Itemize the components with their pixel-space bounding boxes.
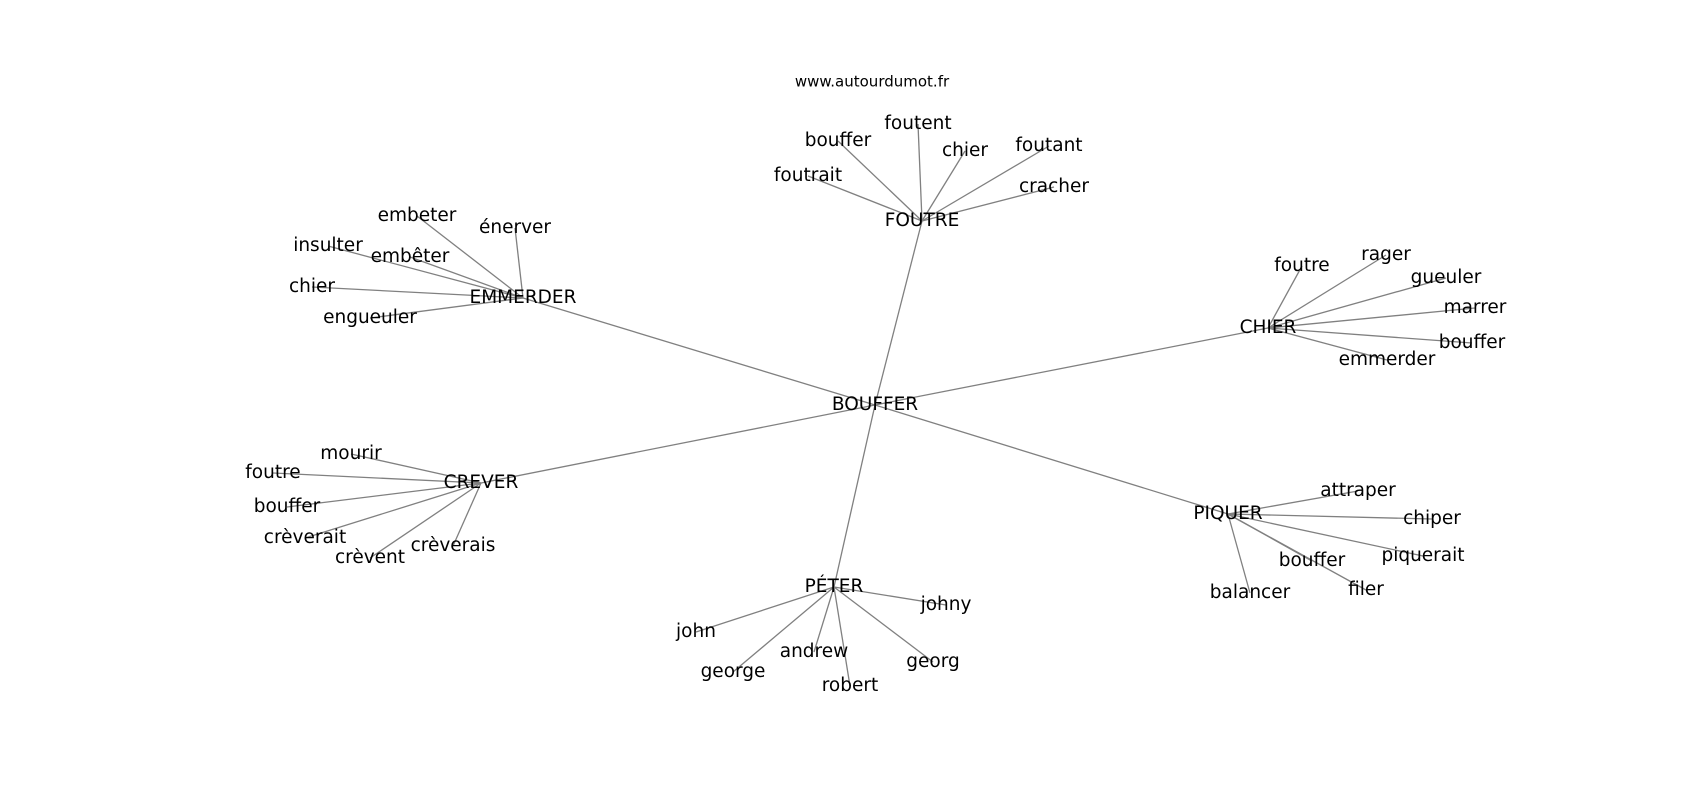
edge-cluster-to-word bbox=[1227, 513, 1424, 557]
word-node-label: chier bbox=[942, 140, 988, 161]
word-node-label: chier bbox=[289, 276, 335, 297]
edge-cluster-to-word bbox=[369, 482, 482, 559]
word-node-label: chiper bbox=[1403, 508, 1461, 529]
edge-cluster-to-word bbox=[921, 150, 966, 222]
word-node-label: énerver bbox=[479, 217, 551, 238]
edge-cluster-to-word bbox=[1267, 277, 1447, 329]
edge-cluster-to-word bbox=[1227, 490, 1359, 515]
edge-cluster-to-word bbox=[921, 145, 1050, 222]
edge-cluster-to-word bbox=[1227, 513, 1251, 594]
word-node-label: bouffer bbox=[805, 130, 872, 151]
edge-cluster-to-word bbox=[837, 140, 923, 222]
cluster-node-label: CREVER bbox=[444, 472, 519, 493]
edge-cluster-to-word bbox=[311, 286, 524, 299]
edge-cluster-to-word bbox=[1267, 307, 1476, 329]
word-node-label: bouffer bbox=[1439, 332, 1506, 353]
word-node-label: cracher bbox=[1019, 176, 1089, 197]
edge-cluster-to-word bbox=[833, 586, 947, 606]
edge-center-to-cluster bbox=[874, 404, 1229, 515]
edges bbox=[272, 123, 1476, 687]
word-node-label: foutant bbox=[1015, 135, 1082, 156]
edge-cluster-to-word bbox=[695, 586, 835, 633]
edge-cluster-to-word bbox=[833, 586, 934, 663]
word-node-label: engueuler bbox=[323, 307, 417, 328]
edge-center-to-cluster bbox=[480, 404, 876, 484]
word-node-label: robert bbox=[822, 675, 879, 696]
edge-cluster-to-word bbox=[921, 186, 1055, 222]
cluster-node-label: PÉTER bbox=[805, 575, 864, 597]
word-node-label: gueuler bbox=[1411, 267, 1482, 288]
word-node-label: embeter bbox=[378, 205, 457, 226]
word-node-label: attraper bbox=[1320, 480, 1396, 501]
edge-cluster-to-word bbox=[732, 586, 835, 673]
word-node-label: crèverais bbox=[411, 535, 496, 556]
word-node-label: foutre bbox=[245, 462, 300, 483]
word-node-label: foutent bbox=[884, 113, 951, 134]
word-node-label: george bbox=[701, 661, 766, 682]
edge-cluster-to-word bbox=[409, 256, 524, 299]
edge-center-to-cluster bbox=[522, 297, 876, 406]
edge-cluster-to-word bbox=[369, 297, 524, 319]
word-node-label: insulter bbox=[293, 235, 363, 256]
edge-cluster-to-word bbox=[807, 175, 923, 222]
word-node-label: bouffer bbox=[1279, 550, 1346, 571]
edge-cluster-to-word bbox=[350, 453, 482, 484]
edge-center-to-cluster bbox=[874, 327, 1269, 406]
edge-cluster-to-word bbox=[416, 215, 524, 299]
edge-cluster-to-word bbox=[1227, 513, 1367, 591]
word-node-label: balancer bbox=[1210, 582, 1291, 603]
edge-cluster-to-word bbox=[286, 482, 482, 508]
edge-cluster-to-word bbox=[1267, 254, 1387, 329]
word-node-label: johny bbox=[920, 594, 972, 615]
word-node-label: crèverait bbox=[264, 527, 346, 548]
cluster-node-label: FOUTRE bbox=[885, 210, 960, 231]
cluster-node-label: PIQUER bbox=[1193, 503, 1262, 524]
word-node-label: piquerait bbox=[1381, 545, 1464, 566]
word-node-label: georg bbox=[906, 651, 959, 672]
edge-cluster-to-word bbox=[514, 227, 524, 299]
edge-cluster-to-word bbox=[1267, 327, 1388, 361]
word-node-label: embêter bbox=[371, 246, 450, 267]
edge-cluster-to-word bbox=[1267, 265, 1303, 329]
edge-center-to-cluster bbox=[833, 404, 876, 588]
edge-cluster-to-word bbox=[304, 482, 482, 539]
word-node-label: foutre bbox=[1274, 255, 1329, 276]
word-node-label: crèvent bbox=[335, 547, 405, 568]
word-node-label: foutrait bbox=[774, 165, 842, 186]
node-labels: BOUFFER FOUTRE foutrait bouffer foutent chier… bbox=[245, 113, 1507, 696]
word-node-label: bouffer bbox=[254, 496, 321, 517]
word-node-label: mourir bbox=[320, 443, 382, 464]
edge-center-to-cluster bbox=[874, 220, 923, 406]
edge-cluster-to-word bbox=[1267, 327, 1473, 344]
source-url: www.autourdumot.fr bbox=[795, 73, 950, 91]
edge-cluster-to-word bbox=[452, 482, 482, 547]
edge-cluster-to-word bbox=[1227, 513, 1433, 520]
word-node-label: emmerder bbox=[1339, 349, 1436, 370]
edge-cluster-to-word bbox=[833, 586, 851, 687]
word-node-label: john bbox=[675, 621, 716, 642]
cluster-node-label: CHIER bbox=[1240, 317, 1297, 338]
word-node-label: andrew bbox=[780, 641, 849, 662]
edge-cluster-to-word bbox=[327, 245, 524, 299]
edge-cluster-to-word bbox=[272, 472, 482, 484]
word-node-label: marrer bbox=[1444, 297, 1507, 318]
edge-cluster-to-word bbox=[813, 586, 835, 653]
word-node-label: rager bbox=[1361, 244, 1411, 265]
center-node-label: BOUFFER bbox=[832, 394, 918, 415]
edge-cluster-to-word bbox=[917, 123, 923, 222]
word-node-label: filer bbox=[1348, 579, 1384, 600]
cluster-node-label: EMMERDER bbox=[470, 287, 577, 308]
